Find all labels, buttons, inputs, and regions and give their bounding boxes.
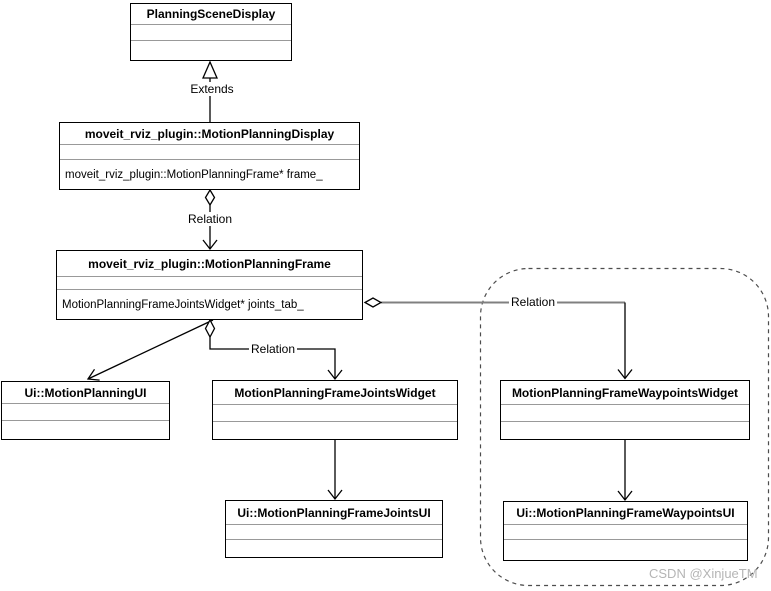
class-compartment-empty	[213, 421, 457, 439]
class-box-motion-planning-frame: moveit_rviz_plugin::MotionPlanningFrame …	[56, 250, 363, 320]
class-title: MotionPlanningFrameJointsWidget	[234, 385, 436, 400]
open-arrowhead-icon	[86, 368, 100, 381]
open-arrowhead-icon	[327, 369, 343, 381]
class-box-planning-scene-display: PlanningSceneDisplay	[130, 3, 292, 61]
class-compartment-empty	[60, 144, 359, 159]
class-title: Ui::MotionPlanningFrameWaypointsUI	[516, 506, 735, 520]
edge-label-extends: Extends	[188, 82, 236, 96]
class-compartment-empty	[2, 403, 169, 420]
class-compartment-empty	[504, 539, 747, 560]
edge-label-relation-frame-joints: Relation	[248, 342, 298, 356]
generalization-triangle-icon	[202, 60, 218, 79]
class-compartment-empty	[504, 524, 747, 539]
aggregation-diamond-icon	[363, 297, 383, 308]
open-arrowhead-icon	[617, 369, 633, 380]
class-title: Ui::MotionPlanningFrameJointsUI	[237, 505, 431, 520]
class-title: Ui::MotionPlanningUI	[24, 385, 147, 400]
csdn-watermark: CSDN @XinjueTM	[649, 566, 758, 581]
class-box-motion-planning-display: moveit_rviz_plugin::MotionPlanningDispla…	[59, 122, 360, 190]
class-attribute: moveit_rviz_plugin::MotionPlanningFrame*…	[60, 159, 359, 189]
class-box-motion-planning-frame-waypoints-widget: MotionPlanningFrameWaypointsWidget	[500, 380, 750, 440]
class-title: moveit_rviz_plugin::MotionPlanningDispla…	[84, 126, 335, 141]
class-title: PlanningSceneDisplay	[146, 7, 276, 21]
class-box-ui-motion-planning-frame-joints-ui: Ui::MotionPlanningFrameJointsUI	[225, 500, 443, 558]
class-compartment-empty	[2, 420, 169, 439]
class-compartment-empty	[501, 421, 749, 439]
class-title: MotionPlanningFrameWaypointsWidget	[511, 385, 739, 400]
class-compartment-empty	[501, 404, 749, 421]
class-box-motion-planning-frame-joints-widget: MotionPlanningFrameJointsWidget	[212, 380, 458, 440]
edge-frame-to-motion-planning-ui	[86, 319, 214, 381]
class-compartment-empty	[226, 539, 442, 557]
dashed-group-border	[479, 267, 770, 587]
edge-label-relation-frame-waypoints: Relation	[508, 295, 558, 309]
open-arrowhead-icon	[202, 239, 218, 251]
edge-relation-frame-to-waypoints	[363, 297, 633, 380]
class-attribute: MotionPlanningFrameJointsWidget* joints_…	[57, 289, 362, 319]
class-compartment-empty	[131, 24, 291, 40]
edge-joints-widget-to-joints-ui	[327, 440, 343, 501]
aggregation-diamond-icon	[204, 188, 216, 207]
open-arrowhead-icon	[617, 490, 633, 502]
edge-waypoints-widget-to-waypoints-ui	[617, 440, 633, 502]
class-title: moveit_rviz_plugin::MotionPlanningFrame	[88, 256, 331, 271]
aggregation-diamond-icon	[204, 318, 216, 339]
open-arrowhead-icon	[327, 489, 343, 501]
class-compartment-empty	[57, 276, 362, 289]
class-compartment-empty	[213, 404, 457, 421]
class-compartment-empty	[131, 40, 291, 60]
class-box-ui-motion-planning-ui: Ui::MotionPlanningUI	[1, 381, 170, 440]
class-box-ui-motion-planning-frame-waypoints-ui: Ui::MotionPlanningFrameWaypointsUI	[503, 501, 748, 561]
class-compartment-empty	[226, 524, 442, 539]
edge-label-relation-display-frame: Relation	[185, 212, 235, 226]
